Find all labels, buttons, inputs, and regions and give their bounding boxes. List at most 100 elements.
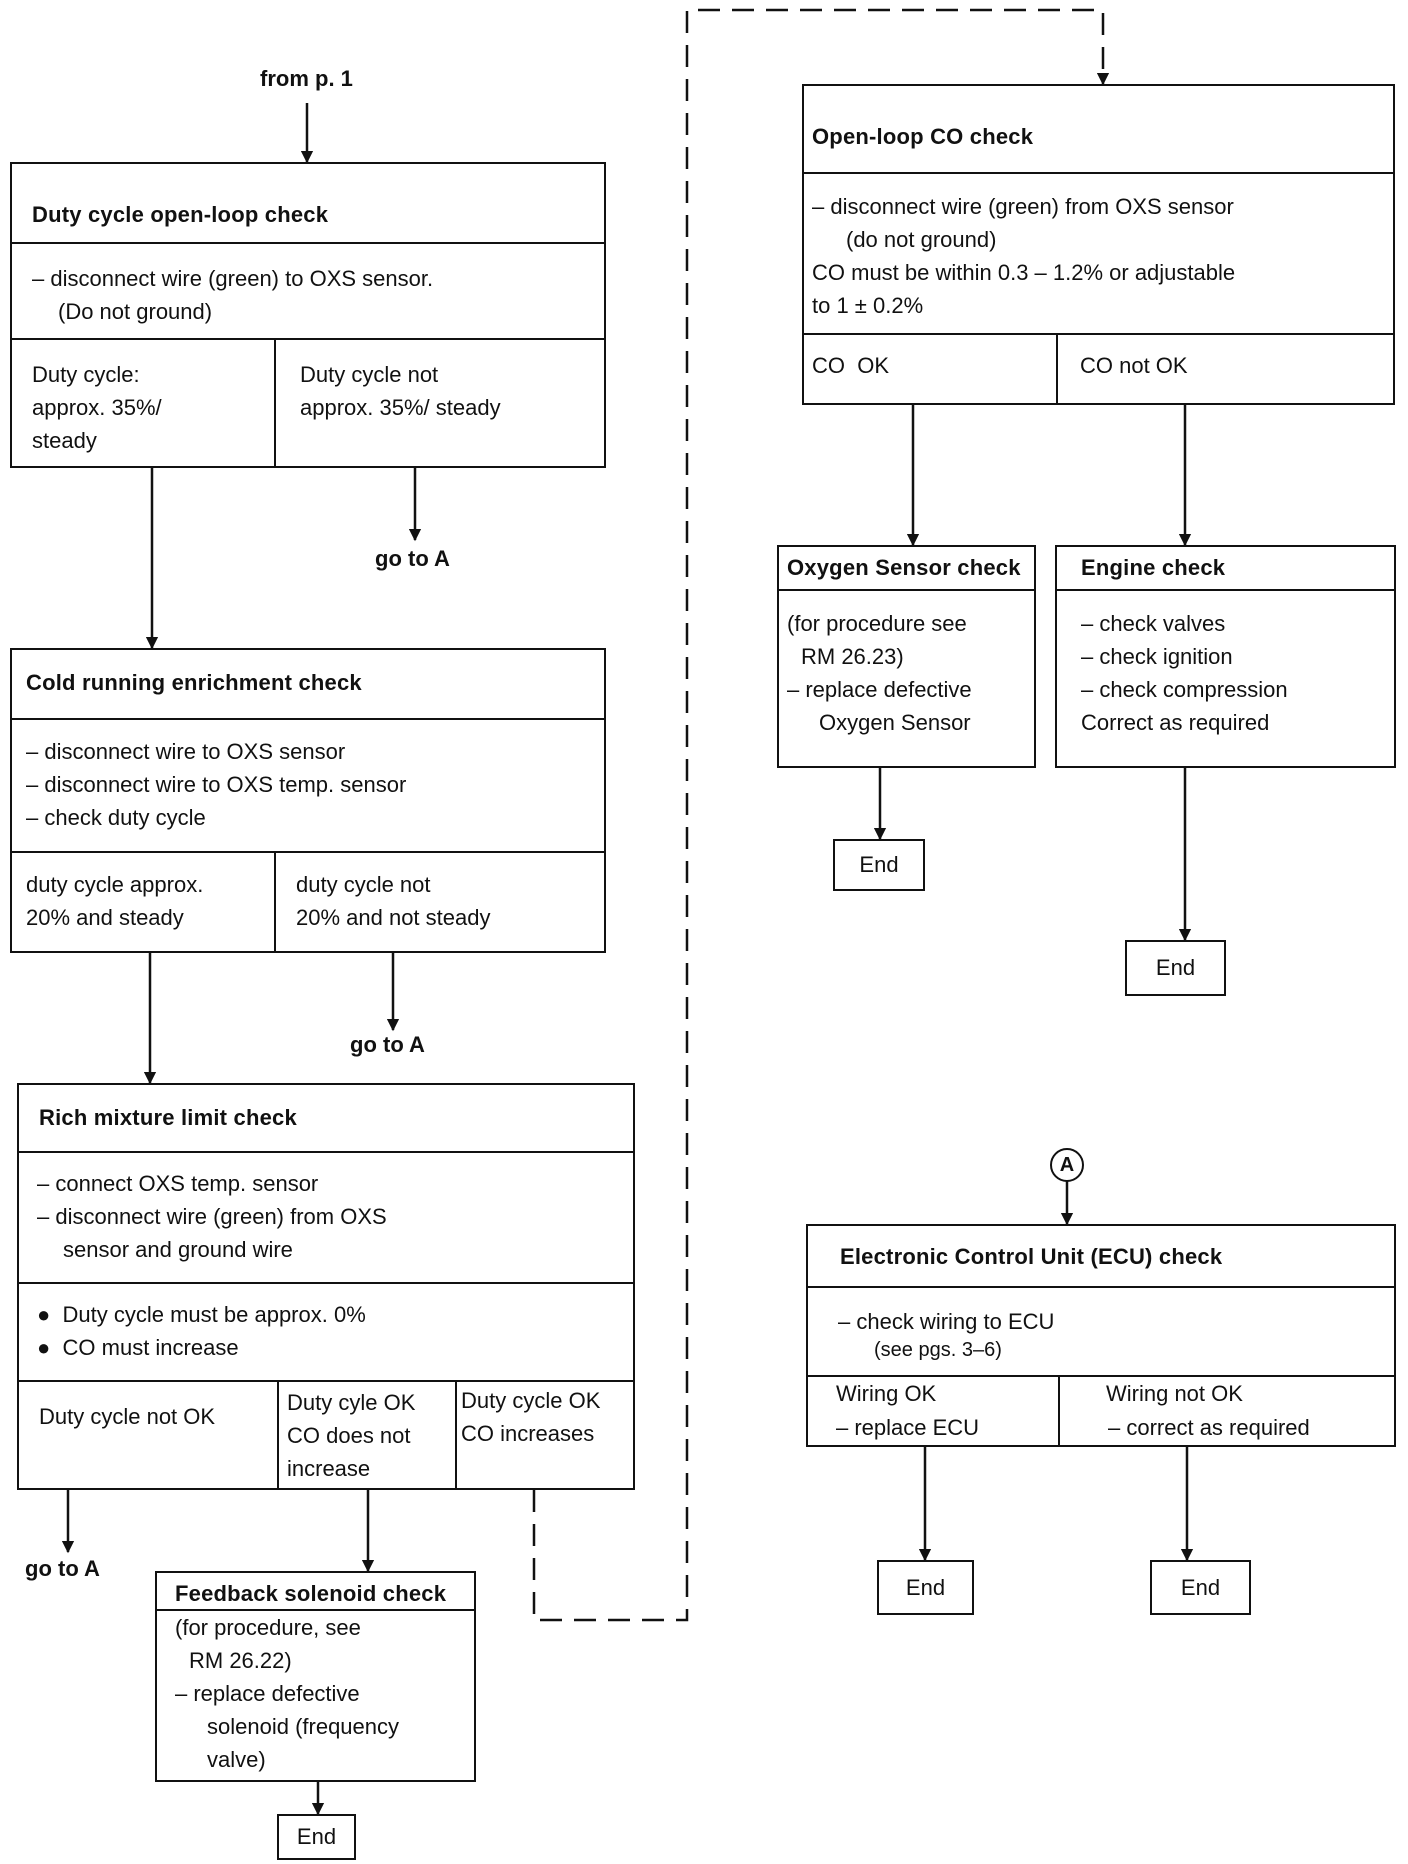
oxygen-sensor-title: Oxygen Sensor check: [787, 555, 1021, 580]
goto-a-label: go to A: [375, 546, 450, 571]
oxygen-sensor-steps: (for procedure see RM 26.23) – replace d…: [779, 589, 1034, 766]
requirement-text: CO must increase: [62, 1335, 239, 1360]
outcome-line: CO OK: [812, 353, 890, 378]
oxygen-sensor-title-section: Oxygen Sensor check: [779, 547, 1034, 589]
engine-check-steps: – check valves – check ignition – check …: [1057, 589, 1394, 766]
outcome-line: Duty cycle:: [32, 362, 140, 387]
step-line: – connect OXS temp. sensor: [37, 1171, 319, 1196]
feedback-solenoid-steps: (for procedure, see RM 26.22) – replace …: [157, 1609, 474, 1780]
step-line: – replace defective: [175, 1681, 360, 1706]
outcome-wiring-ok: Wiring OK – replace ECU: [808, 1377, 1058, 1445]
outcome-duty-not-ok: Duty cycle not OK: [19, 1382, 277, 1488]
ecu-check-box: Electronic Control Unit (ECU) check – ch…: [806, 1224, 1396, 1447]
outcome-line: Duty cyle OK: [287, 1390, 416, 1415]
end-box: End: [833, 839, 925, 891]
step-line: RM 26.22): [189, 1648, 292, 1673]
open-loop-co-steps: – disconnect wire (green) from OXS senso…: [804, 172, 1393, 333]
cold-running-enrichment-box: Cold running enrichment check – disconne…: [10, 648, 606, 953]
duty-cycle-open-loop-box: Duty cycle open-loop check – disconnect …: [10, 162, 606, 468]
ecu-check-title-section: Electronic Control Unit (ECU) check: [808, 1226, 1394, 1286]
step-line: – disconnect wire to OXS temp. sensor: [26, 772, 407, 797]
step-line: – disconnect wire (green) from OXS: [37, 1204, 387, 1229]
outcome-line: Duty cycle not OK: [39, 1404, 216, 1429]
rich-mixture-requirements: ● Duty cycle must be approx. 0% ● CO mus…: [19, 1282, 633, 1380]
connector-a-icon: A: [1050, 1148, 1084, 1182]
step-line: Correct as required: [1081, 710, 1270, 735]
outcome-duty-ok: Duty cycle: approx. 35%/ steady: [12, 340, 274, 466]
outcome-co-ok: CO OK: [804, 335, 1056, 403]
cold-running-outcomes: duty cycle approx. 20% and steady duty c…: [12, 851, 604, 951]
outcome-line: CO does not: [287, 1423, 411, 1448]
outcome-line: CO not OK: [1080, 353, 1188, 378]
outcome-line: duty cycle not: [296, 872, 431, 897]
requirement-line: ● CO must increase: [37, 1331, 633, 1364]
step-line: – check wiring to ECU: [838, 1309, 1055, 1334]
outcome-co-not-ok: CO not OK: [1056, 335, 1393, 403]
step-line: (do not ground): [846, 227, 997, 252]
step-line: CO must be within 0.3 – 1.2% or adjustab…: [812, 260, 1236, 285]
rich-mixture-title: Rich mixture limit check: [39, 1105, 297, 1130]
step-line: – check ignition: [1081, 644, 1233, 669]
end-box: End: [1125, 940, 1226, 996]
outcome-cold-ok: duty cycle approx. 20% and steady: [12, 853, 274, 951]
outcome-wiring-not-ok: Wiring not OK – correct as required: [1058, 1377, 1394, 1445]
step-line: – check valves: [1081, 611, 1226, 636]
duty-open-loop-steps: – disconnect wire (green) to OXS sensor.…: [12, 242, 604, 338]
step-line: (Do not ground): [58, 299, 213, 324]
bullet-icon: ●: [37, 1302, 63, 1327]
step-line: – disconnect wire (green) from OXS senso…: [812, 194, 1234, 219]
end-box: End: [277, 1814, 356, 1860]
duty-open-loop-title-section: Duty cycle open-loop check: [12, 164, 604, 242]
outcome-line: Wiring OK: [836, 1381, 937, 1406]
outcome-line: 20% and not steady: [296, 905, 491, 930]
outcome-duty-not-ok: Duty cycle not approx. 35%/ steady: [274, 340, 604, 466]
step-line: to 1 ± 0.2%: [812, 293, 924, 318]
outcome-line: increase: [287, 1456, 371, 1481]
step-line: – check duty cycle: [26, 805, 206, 830]
feedback-solenoid-title: Feedback solenoid check: [175, 1581, 447, 1606]
outcome-line: – replace ECU: [836, 1415, 980, 1440]
rich-mixture-steps: – connect OXS temp. sensor – disconnect …: [19, 1151, 633, 1282]
step-line: (for procedure, see: [175, 1615, 361, 1640]
duty-open-loop-title: Duty cycle open-loop check: [32, 202, 329, 227]
dashed-route-co-increases: [532, 8, 1110, 1622]
requirement-line: ● Duty cycle must be approx. 0%: [37, 1298, 633, 1331]
outcome-line: approx. 35%/ steady: [300, 395, 501, 420]
step-line: (for procedure see: [787, 611, 967, 636]
rich-mixture-limit-box: Rich mixture limit check – connect OXS t…: [17, 1083, 635, 1490]
rich-mixture-title-section: Rich mixture limit check: [19, 1085, 633, 1151]
ecu-check-title: Electronic Control Unit (ECU) check: [840, 1244, 1223, 1269]
outcome-co-increases: Duty cycle OK CO increases: [455, 1382, 633, 1488]
cold-running-steps: – disconnect wire to OXS sensor – discon…: [12, 718, 604, 851]
outcome-line: Duty cycle OK: [461, 1388, 601, 1413]
feedback-solenoid-title-section: Feedback solenoid check: [157, 1573, 474, 1609]
goto-a-label: go to A: [350, 1032, 425, 1057]
duty-open-loop-outcomes: Duty cycle: approx. 35%/ steady Duty cyc…: [12, 338, 604, 466]
step-line: sensor and ground wire: [63, 1237, 293, 1262]
rich-mixture-outcomes: Duty cycle not OK Duty cyle OK CO does n…: [19, 1380, 633, 1488]
cold-running-title-section: Cold running enrichment check: [12, 650, 604, 718]
step-line: – check compression: [1081, 677, 1288, 702]
outcome-line: Wiring not OK: [1106, 1381, 1243, 1406]
step-line: – replace defective: [787, 677, 972, 702]
cold-running-title: Cold running enrichment check: [26, 670, 362, 695]
engine-check-box: Engine check – check valves – check igni…: [1055, 545, 1396, 768]
feedback-solenoid-box: Feedback solenoid check (for procedure, …: [155, 1571, 476, 1782]
outcome-line: CO increases: [461, 1421, 595, 1446]
bullet-icon: ●: [37, 1335, 63, 1360]
engine-check-title-section: Engine check: [1057, 547, 1394, 589]
outcome-line: approx. 35%/: [32, 395, 162, 420]
step-line: solenoid (frequency: [207, 1714, 400, 1739]
outcome-co-no-increase: Duty cyle OK CO does not increase: [277, 1382, 455, 1488]
outcome-cold-not-ok: duty cycle not 20% and not steady: [274, 853, 604, 951]
open-loop-co-title-section: Open-loop CO check: [804, 86, 1393, 172]
end-box: End: [1150, 1560, 1251, 1615]
ecu-check-steps: – check wiring to ECU (see pgs. 3–6): [808, 1286, 1394, 1375]
goto-a-label: go to A: [25, 1556, 100, 1581]
step-line: (see pgs. 3–6): [874, 1339, 1002, 1361]
open-loop-co-title: Open-loop CO check: [812, 124, 1034, 149]
ecu-check-outcomes: Wiring OK – replace ECU Wiring not OK – …: [808, 1375, 1394, 1445]
open-loop-co-box: Open-loop CO check – disconnect wire (gr…: [802, 84, 1395, 405]
open-loop-co-outcomes: CO OK CO not OK: [804, 333, 1393, 403]
